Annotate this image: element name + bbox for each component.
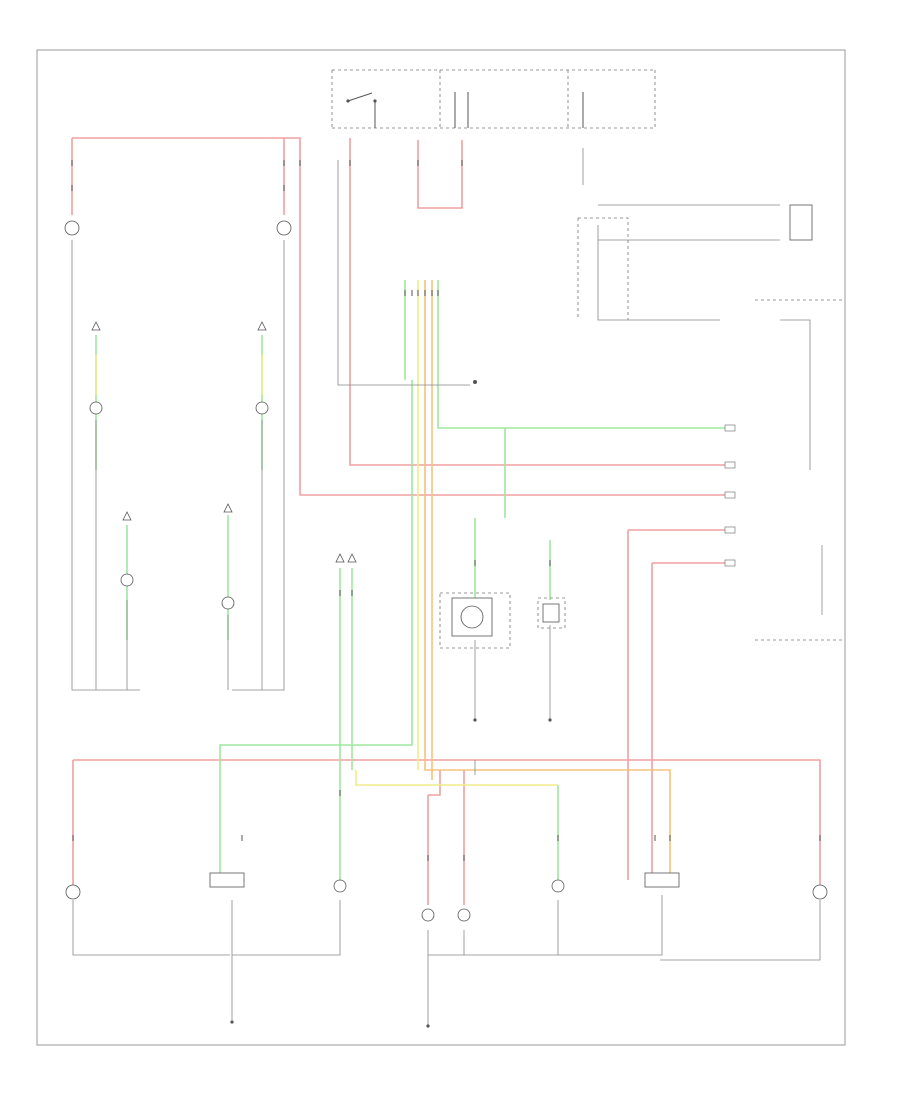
connector-pins [71, 160, 821, 861]
left-license-lamp [421, 908, 435, 922]
right-license-lamp [457, 908, 471, 922]
right-rear-stop-turn-lamp [644, 872, 680, 888]
right-front-turn-lamp [276, 220, 292, 236]
right-front-park-lamp [255, 401, 269, 415]
red-wires [71, 137, 821, 905]
stop-lamp-switch [451, 597, 560, 637]
headlight-switch [346, 92, 377, 128]
instrument-cluster-connector [724, 424, 736, 567]
green-wires [95, 280, 730, 885]
left-rear-side-marker [65, 884, 81, 900]
relay-box [789, 204, 813, 241]
left-front-side-marker [120, 573, 134, 587]
left-rear-stop-turn-lamp [209, 872, 245, 888]
right-front-side-marker [221, 596, 235, 610]
right-rear-tail-lamp [551, 879, 565, 893]
right-dashed-boundaries [439, 217, 842, 649]
ground-symbols [91, 321, 552, 1028]
left-rear-tail-lamp [333, 879, 347, 893]
left-front-turn-lamp [64, 220, 80, 236]
hazard-flasher-module [454, 92, 469, 128]
right-rear-side-marker [812, 884, 828, 900]
ground-wires [71, 148, 823, 1025]
left-front-park-lamp [89, 401, 103, 415]
diagram-frame [36, 49, 846, 1046]
top-modules [331, 69, 656, 129]
orange-yellow-wires [95, 280, 671, 880]
